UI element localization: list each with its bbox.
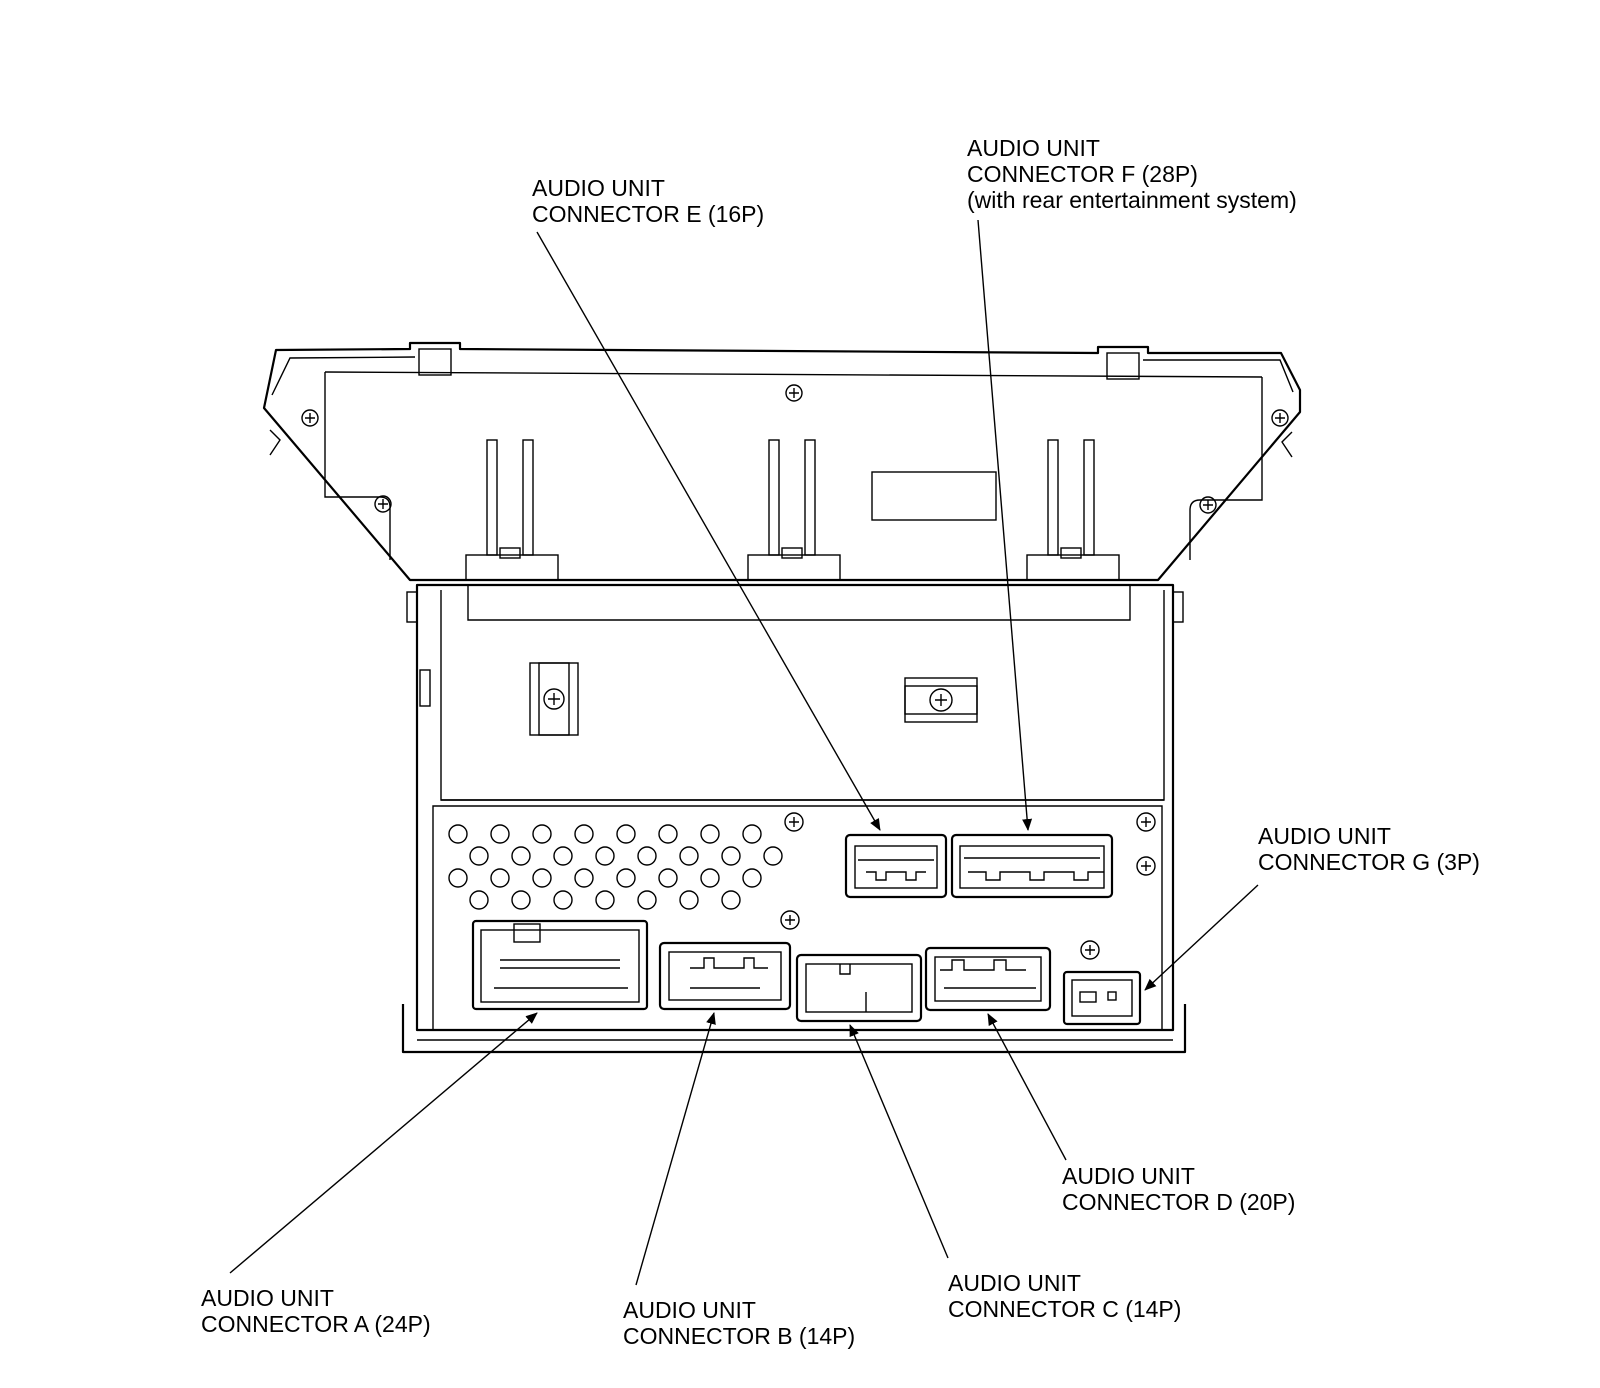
leader-line-a	[229, 1012, 538, 1274]
connector-d-socket	[924, 946, 1052, 1012]
callout-connector-b: AUDIO UNIT CONNECTOR B (14P)	[623, 1297, 855, 1349]
main-housing	[401, 583, 1187, 1054]
callout-connector-c: AUDIO UNIT CONNECTOR C (14P)	[948, 1270, 1181, 1322]
callout-connector-f-line2: CONNECTOR F (28P)	[967, 161, 1198, 187]
callout-connector-c-line1: AUDIO UNIT	[948, 1270, 1081, 1296]
callout-connector-g: AUDIO UNIT CONNECTOR G (3P)	[1258, 823, 1480, 875]
connector-g-socket	[1062, 970, 1142, 1026]
leader-line-g	[1144, 884, 1259, 991]
leader-line-b	[635, 1012, 716, 1286]
connector-a-socket	[471, 919, 649, 1011]
callout-connector-e: AUDIO UNIT CONNECTOR E (16P)	[532, 175, 764, 227]
callout-connector-a-line2: CONNECTOR A (24P)	[201, 1311, 431, 1337]
connector-c-socket	[795, 953, 923, 1023]
callout-connector-b-line2: CONNECTOR B (14P)	[623, 1323, 856, 1349]
leader-line-d	[987, 1013, 1067, 1161]
leader-lines	[229, 219, 1259, 1286]
callout-connector-d-line1: AUDIO UNIT	[1062, 1163, 1195, 1189]
callout-connector-e-line1: AUDIO UNIT	[532, 175, 665, 201]
callout-connector-f-line1: AUDIO UNIT	[967, 135, 1100, 161]
leader-line-c	[849, 1024, 949, 1259]
callout-connector-g-line2: CONNECTOR G (3P)	[1258, 849, 1480, 875]
leader-line-f	[977, 219, 1033, 831]
callout-connector-b-line1: AUDIO UNIT	[623, 1297, 756, 1323]
connector-b-socket	[658, 941, 792, 1011]
callout-connector-g-line1: AUDIO UNIT	[1258, 823, 1391, 849]
callout-connector-f-line3: (with rear entertainment system)	[967, 187, 1297, 213]
vent-holes	[448, 824, 783, 910]
connector-f-socket	[950, 833, 1114, 899]
callout-connector-a-line1: AUDIO UNIT	[201, 1285, 334, 1311]
callout-connector-a: AUDIO UNIT CONNECTOR A (24P)	[201, 1285, 431, 1337]
callout-connector-c-line2: CONNECTOR C (14P)	[948, 1296, 1182, 1322]
connector-e-socket	[844, 833, 948, 899]
panel-screws	[780, 812, 1156, 960]
upper-bracket	[262, 341, 1302, 582]
callout-connector-d: AUDIO UNIT CONNECTOR D (20P)	[1062, 1163, 1295, 1215]
callout-connector-e-line2: CONNECTOR E (16P)	[532, 201, 765, 227]
leader-line-e	[536, 231, 881, 831]
callout-connector-f: AUDIO UNIT CONNECTOR F (28P) (with rear …	[967, 135, 1297, 213]
callout-connector-d-line2: CONNECTOR D (20P)	[1062, 1189, 1296, 1215]
